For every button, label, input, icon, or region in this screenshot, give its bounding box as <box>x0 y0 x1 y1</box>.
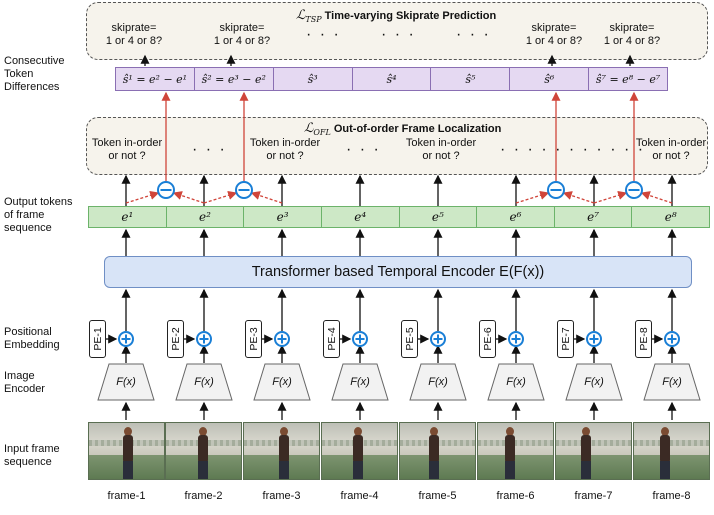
frame-image-5 <box>399 422 476 480</box>
ofl-panel <box>86 117 708 175</box>
diff-cell-2: ŝ² = e³ − e² <box>195 68 274 90</box>
plus-operator-icon <box>352 331 368 347</box>
diff-cell-7: ŝ⁷ = e⁸ − e⁷ <box>595 72 661 86</box>
plus-operator-icon <box>508 331 524 347</box>
plus-operator-icon <box>664 331 680 347</box>
temporal-encoder-label: Transformer based Temporal Encoder E(F(x… <box>251 264 545 280</box>
plus-operator-icon <box>430 331 446 347</box>
temporal-encoder-box: Transformer based Temporal Encoder E(F(x… <box>104 256 692 288</box>
tsp-dots-3: · · · <box>456 26 491 43</box>
ofl-dots-1: · · · <box>192 141 227 158</box>
diff-cell-1: ŝ¹ = e² − e¹ <box>116 68 195 90</box>
red-dashed-arrow <box>125 190 160 204</box>
minus-operator-icon <box>625 181 643 199</box>
output-token-row: e¹ e² e³ e⁴ e⁵ e⁶ e⁷ e⁸ <box>88 206 710 228</box>
plus-operator-icon <box>196 331 212 347</box>
diff-cell-6: ŝ⁶ <box>510 68 590 90</box>
image-encoder-8: F(x) <box>643 363 701 401</box>
token-e6: e⁶ <box>477 207 555 227</box>
tsp-title: ℒTSP Time-varying Skiprate Prediction <box>296 8 497 25</box>
image-encoder-1: F(x) <box>97 363 155 401</box>
frame-image-3 <box>243 422 320 480</box>
frame-label-6: frame-6 <box>496 490 535 502</box>
pe-box-8: PE-8 <box>635 320 652 358</box>
tsp-question-2: skiprate=1 or 4 or 8? <box>213 22 271 47</box>
token-e4: e⁴ <box>322 207 400 227</box>
red-dashed-arrow <box>562 191 595 204</box>
frame-label-3: frame-3 <box>262 490 301 502</box>
red-dashed-arrow <box>172 191 205 204</box>
pe-box-6: PE-6 <box>479 320 496 358</box>
red-dashed-arrow <box>593 190 628 204</box>
frame-label-8: frame-8 <box>652 490 691 502</box>
ofl-dots-2: · · · <box>346 141 381 158</box>
frame-image-1 <box>88 422 165 480</box>
frame-label-7: frame-7 <box>574 490 613 502</box>
ofl-title: ℒOFL Out-of-order Frame Localization <box>304 121 502 138</box>
token-e5: e⁵ <box>400 207 478 227</box>
pe-box-5: PE-5 <box>401 320 418 358</box>
plus-operator-icon <box>274 331 290 347</box>
frame-image-7 <box>555 422 632 480</box>
frame-image-4 <box>321 422 398 480</box>
red-dashed-arrow <box>250 191 283 204</box>
frame-label-2: frame-2 <box>184 490 223 502</box>
token-e3: e³ <box>244 207 322 227</box>
ofl-dots-3: · · · · · · · · · · · <box>500 141 646 158</box>
pe-box-3: PE-3 <box>245 320 262 358</box>
token-e8: e⁸ <box>664 210 677 224</box>
plus-operator-icon <box>118 331 134 347</box>
difference-row: ŝ¹ = e² − e¹ ŝ² = e³ − e² ŝ³ ŝ⁴ ŝ⁵ ŝ⁶ ŝ⁷… <box>115 67 668 91</box>
diff-cell-3: ŝ³ <box>274 68 353 90</box>
pe-box-2: PE-2 <box>167 320 184 358</box>
frame-image-2 <box>165 422 242 480</box>
tsp-dots-1: · · · <box>306 26 341 43</box>
frame-image-6 <box>477 422 554 480</box>
image-encoder-6: F(x) <box>487 363 545 401</box>
tsp-question-1: skiprate=1 or 4 or 8? <box>105 22 163 47</box>
red-dashed-arrow <box>203 190 238 204</box>
diff-cell-5: ŝ⁵ <box>431 68 511 90</box>
image-encoder-5: F(x) <box>409 363 467 401</box>
image-encoder-3: F(x) <box>253 363 311 401</box>
pe-box-4: PE-4 <box>323 320 340 358</box>
token-e2: e² <box>167 207 245 227</box>
diff-cell-4: ŝ⁴ <box>353 68 432 90</box>
minus-operator-icon <box>547 181 565 199</box>
tsp-panel <box>86 2 708 60</box>
tsp-dots-2: · · · <box>381 26 416 43</box>
minus-operator-icon <box>157 181 175 199</box>
frame-label-5: frame-5 <box>418 490 457 502</box>
image-encoder-7: F(x) <box>565 363 623 401</box>
image-encoder-2: F(x) <box>175 363 233 401</box>
frame-label-1: frame-1 <box>107 490 146 502</box>
red-dashed-arrow <box>640 191 673 204</box>
token-e7: e⁷ <box>555 207 633 227</box>
frame-image-8 <box>633 422 710 480</box>
plus-operator-icon <box>586 331 602 347</box>
image-encoder-4: F(x) <box>331 363 389 401</box>
frame-label-4: frame-4 <box>340 490 379 502</box>
pe-box-1: PE-1 <box>89 320 106 358</box>
pe-box-7: PE-7 <box>557 320 574 358</box>
red-dashed-arrow <box>515 190 550 204</box>
tsp-question-3: skiprate=1 or 4 or 8? <box>525 22 583 47</box>
token-e1: e¹ <box>89 207 167 227</box>
tsp-question-4: skiprate=1 or 4 or 8? <box>603 22 661 47</box>
minus-operator-icon <box>235 181 253 199</box>
